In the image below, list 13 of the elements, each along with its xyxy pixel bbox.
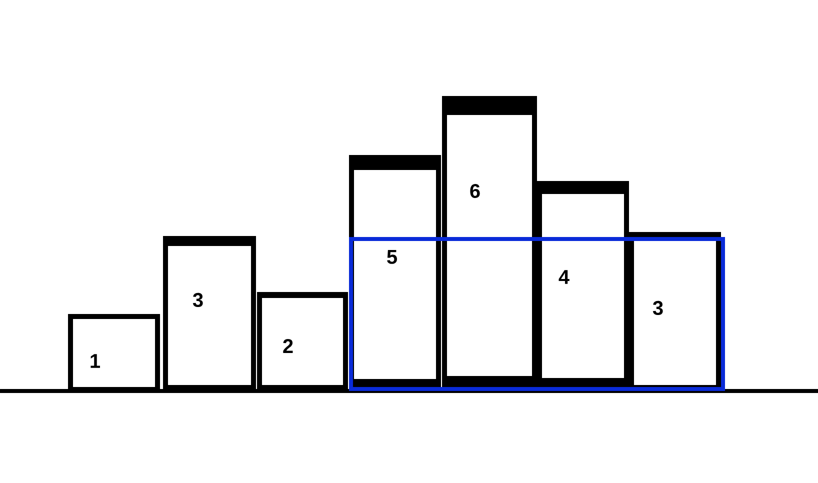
bar: 1 — [68, 314, 160, 391]
bar: 2 — [257, 292, 348, 391]
node-label: 3 — [652, 300, 663, 316]
bar: 3 — [163, 236, 256, 391]
node-label: 2 — [283, 339, 293, 353]
bar: 6 — [442, 96, 537, 391]
node-label: 1 — [90, 354, 100, 368]
highlight-rectangle — [349, 236, 725, 391]
node-label: 6 — [470, 184, 480, 198]
node-label: 3 — [192, 292, 203, 308]
node-label: 5 — [387, 250, 397, 264]
bar: 4 — [537, 180, 629, 391]
node-label: 4 — [558, 270, 570, 284]
